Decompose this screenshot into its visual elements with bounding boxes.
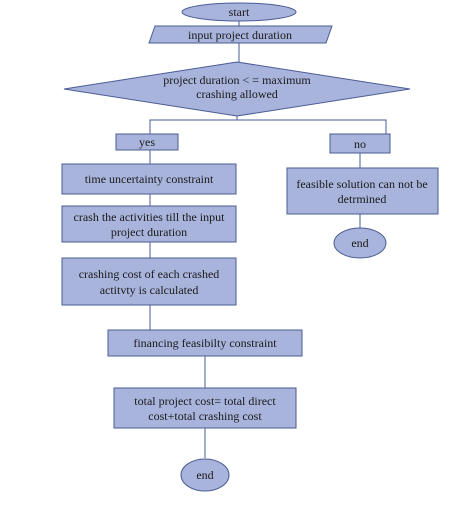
end-label-yes: end	[196, 468, 213, 482]
total-project-cost-line1: total project cost= total direct	[134, 394, 276, 408]
yes-label: yes	[139, 135, 155, 149]
input-parallelogram: input project duration	[148, 25, 333, 44]
financing-feasibility-label: financing feasibilty constraint	[133, 336, 277, 350]
crash-activities-line1: crash the activities till the input	[74, 210, 226, 224]
crash-activities-box: crash the activities till the input proj…	[61, 205, 237, 243]
time-uncertainty-box: time uncertainty constraint	[61, 163, 237, 195]
end-label-no: end	[351, 236, 368, 250]
no-branch-label: no	[329, 133, 391, 154]
total-project-cost-box: total project cost= total direct cost+to…	[113, 387, 297, 429]
time-uncertainty-label: time uncertainty constraint	[85, 172, 214, 186]
crashing-cost-box: crashing cost of each crashed actitvty i…	[61, 257, 237, 306]
end-terminal-no: end	[333, 227, 387, 259]
end-terminal-yes: end	[180, 458, 230, 492]
infeasible-solution-line1: feasible solution can not be	[296, 177, 427, 191]
crashing-cost-line2: actitvty is calculated	[100, 283, 199, 297]
no-label: no	[354, 137, 366, 151]
crash-activities-line2: project duration	[111, 225, 187, 239]
infeasible-solution-line2: detrmined	[338, 192, 387, 206]
decision-label-line2: crashing allowed	[196, 87, 278, 101]
infeasible-solution-box: feasible solution can not be detrmined	[286, 167, 439, 215]
start-label: start	[229, 5, 250, 19]
total-project-cost-line2: cost+total crashing cost	[148, 409, 262, 423]
decision-label-line1: project duration < = maximum	[163, 73, 311, 87]
crashing-cost-line1: crashing cost of each crashed	[79, 267, 220, 281]
connector-decision-branches	[149, 119, 387, 134]
yes-branch-label: yes	[115, 133, 179, 151]
input-label: input project duration	[188, 28, 292, 42]
decision-diamond: project duration < = maximum crashing al…	[63, 61, 411, 117]
financing-feasibility-box: financing feasibilty constraint	[107, 329, 303, 357]
connector-lines	[108, 21, 387, 458]
start-terminal: start	[181, 2, 297, 22]
